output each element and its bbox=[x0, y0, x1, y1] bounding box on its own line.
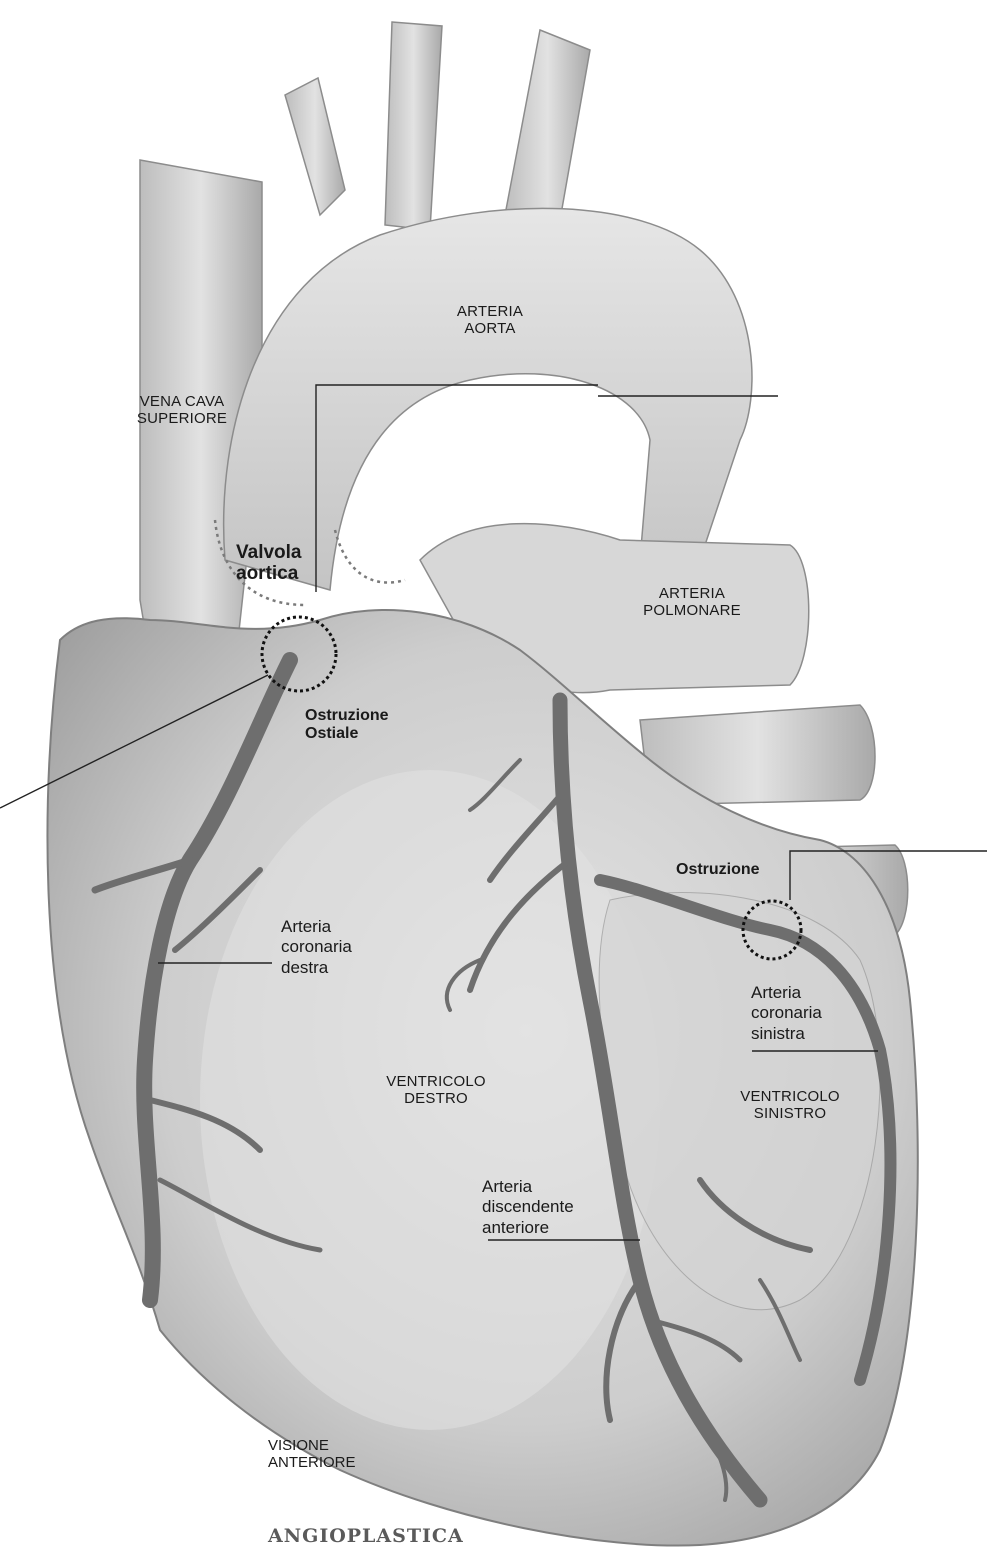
arteria-coronaria-sinistra-label: Arteria coronaria sinistra bbox=[751, 983, 822, 1044]
ostruzione-ostiale-label: Ostruzione Ostiale bbox=[305, 707, 389, 743]
ventricolo-sinistro-label: VENTRICOLO SINISTRO bbox=[730, 1089, 850, 1123]
visione-anteriore-label: VISIONE ANTERIORE bbox=[268, 1438, 356, 1472]
aorta-branch-2 bbox=[385, 22, 442, 230]
aorta-branch-3 bbox=[505, 30, 590, 220]
arteria-discendente-anteriore-label: Arteria discendente anteriore bbox=[482, 1177, 574, 1238]
angioplastica-title: ANGIOPLASTICA bbox=[268, 1525, 464, 1547]
ventricolo-destro-label: VENTRICOLO DESTRO bbox=[380, 1074, 492, 1108]
arteria-coronaria-destra-label: Arteria coronaria destra bbox=[281, 917, 352, 978]
vena-cava-superiore-label: VENA CAVA SUPERIORE bbox=[120, 394, 244, 428]
ostruzione-label: Ostruzione bbox=[676, 861, 760, 879]
arteria-aorta-label: ARTERIA AORTA bbox=[435, 304, 545, 338]
valvola-aortica-label: Valvola aortica bbox=[236, 542, 302, 585]
arteria-polmonare-label: ARTERIA POLMONARE bbox=[628, 586, 756, 620]
aorta-branch-1 bbox=[285, 78, 345, 215]
